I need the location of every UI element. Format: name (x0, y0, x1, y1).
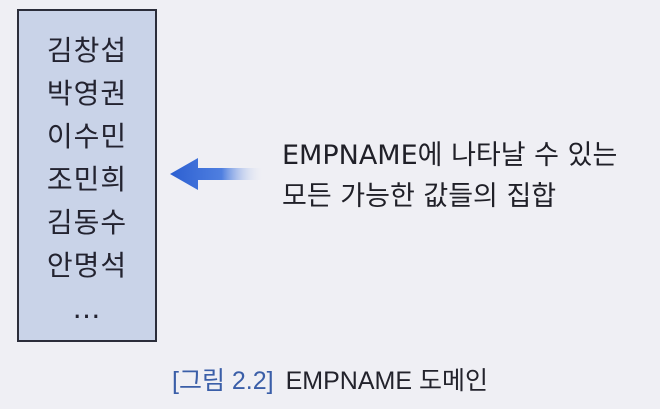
domain-description: EMPNAME에 나타날 수 있는 모든 가능한 값들의 집합 (282, 135, 652, 217)
domain-value-ellipsis: … (72, 292, 102, 325)
figure-caption: [그림 2.2] EMPNAME 도메인 (0, 365, 660, 397)
description-line-1: EMPNAME에 나타날 수 있는 (282, 140, 618, 171)
domain-value: 박영권 (46, 77, 128, 110)
domain-value: 조민희 (46, 163, 128, 196)
domain-value: 안명석 (46, 249, 128, 282)
figure-number: [그림 2.2] (172, 367, 274, 395)
domain-value: 김동수 (46, 206, 128, 239)
figure-title: EMPNAME 도메인 (285, 367, 488, 395)
arrow-left-icon (170, 158, 264, 190)
domain-value: 이수민 (46, 120, 128, 153)
domain-value: 김창섭 (46, 34, 128, 67)
description-line-2: 모든 가능한 값들의 집합 (282, 181, 557, 212)
domain-values-box: 김창섭 박영권 이수민 조민희 김동수 안명석 … (17, 9, 157, 342)
